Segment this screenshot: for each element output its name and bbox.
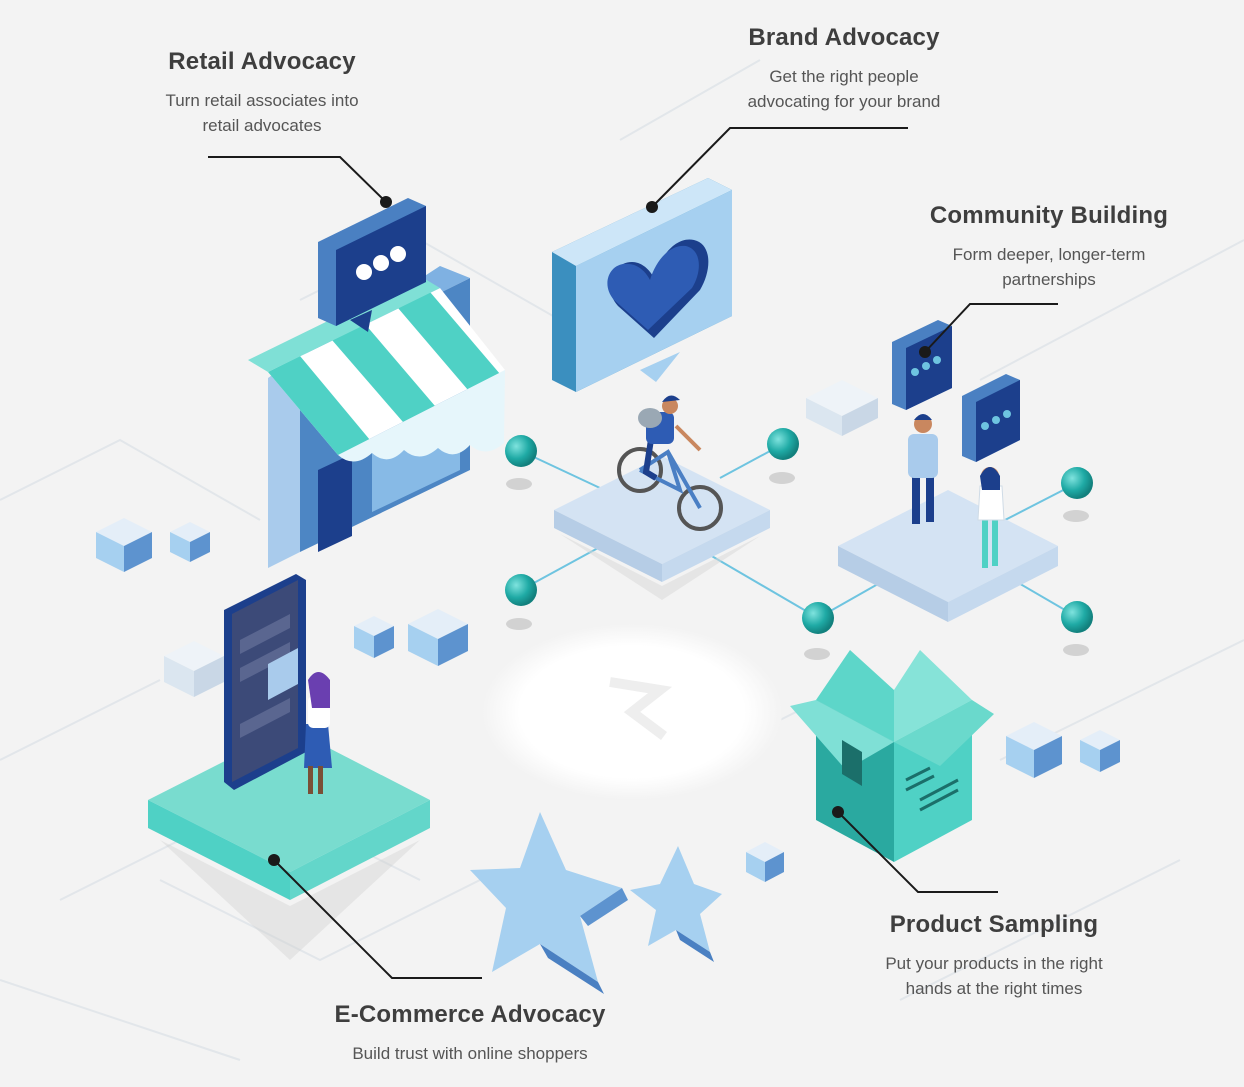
speech-bubble-dots-icon	[318, 198, 426, 332]
cube-icon	[1006, 722, 1062, 778]
callout-title: Brand Advocacy	[748, 24, 940, 51]
leader-ecommerce	[273, 859, 482, 979]
leader-brand	[651, 127, 908, 208]
leader-dots	[268, 196, 931, 866]
cyclist-icon	[617, 395, 723, 531]
cube-icon	[746, 842, 784, 882]
leader-community	[924, 303, 1058, 353]
cube-icon	[164, 641, 224, 697]
leader-retail	[208, 156, 387, 203]
ecommerce-platform	[148, 728, 430, 960]
storefront-icon	[248, 266, 505, 568]
callout-ecommerce-advocacy: E-Commerce Advocacy Build trust with onl…	[306, 1001, 634, 1066]
callout-title: Retail Advocacy	[168, 48, 356, 75]
callout-retail-advocacy: Retail Advocacy Turn retail associates i…	[130, 48, 394, 138]
shopper-icon	[304, 672, 332, 794]
cyclist-platform	[554, 456, 770, 600]
cube-icon	[408, 609, 468, 666]
callout-title: Product Sampling	[889, 911, 1099, 938]
cube-icon	[1080, 730, 1120, 772]
callout-product-sampling: Product Sampling Put your products in th…	[848, 911, 1140, 1001]
people-chat-icon	[892, 320, 1020, 568]
cube-icon	[96, 518, 152, 572]
callout-description: Form deeper, longer-term partnerships	[952, 245, 1146, 289]
open-box-icon	[790, 650, 994, 862]
leader-lines	[208, 127, 1058, 979]
callout-description: Put your products in the right hands at …	[885, 954, 1103, 998]
callout-description: Turn retail associates into retail advoc…	[165, 91, 359, 135]
cube-icon	[354, 616, 394, 658]
network-nodes	[505, 428, 1093, 660]
callout-description: Get the right people advocating for your…	[747, 67, 941, 111]
callout-title: Community Building	[929, 202, 1169, 229]
cube-icon	[806, 380, 878, 436]
center-glow	[482, 624, 782, 800]
leader-product	[837, 811, 998, 893]
callout-brand-advocacy: Brand Advocacy Get the right people advo…	[708, 24, 980, 114]
star-icon	[630, 846, 722, 962]
star-icon	[470, 812, 628, 994]
smartphone-icon	[224, 574, 306, 790]
cube-icon	[170, 522, 210, 562]
callout-title: E-Commerce Advocacy	[334, 1001, 606, 1028]
heart-bubble-icon	[552, 178, 732, 392]
callout-description: Build trust with online shoppers	[352, 1044, 588, 1063]
callout-community-building: Community Building Form deeper, longer-t…	[906, 202, 1192, 292]
